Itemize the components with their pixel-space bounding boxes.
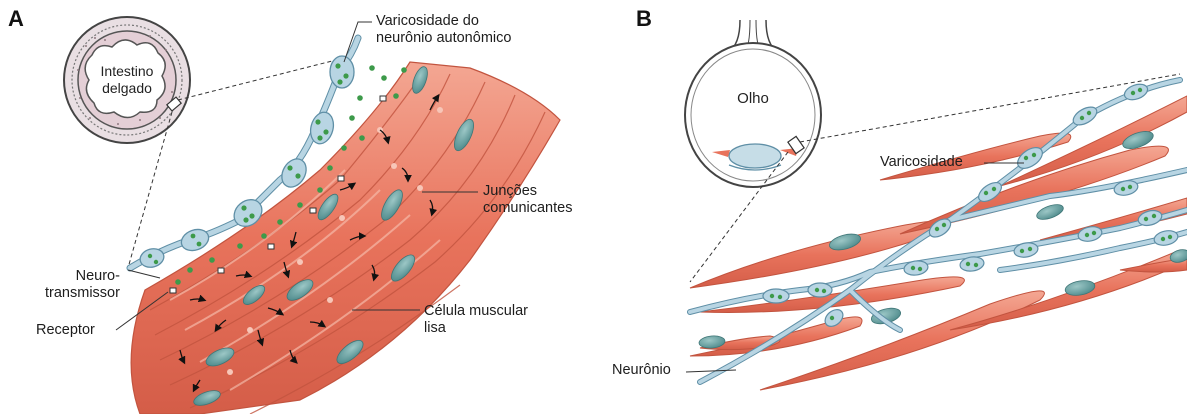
panel-label-a: A [8, 6, 24, 32]
panel-label-b: B [636, 6, 652, 32]
varicosity-label-b: Varicosidade [880, 154, 963, 171]
gap-junction-label: Junções comunicantes [483, 183, 572, 217]
intestine-label: Intestino delgado [90, 63, 164, 97]
panel-b [685, 20, 1187, 390]
neuron-label: Neurônio [612, 362, 671, 379]
eye-label: Olho [726, 90, 780, 107]
neurotransmitter-label: Neuro- transmissor [45, 268, 120, 302]
smooth-muscle-label: Célula muscular lisa [424, 303, 528, 337]
varicosity-label-a: Varicosidade do neurônio autonômico [376, 13, 511, 47]
receptor-label: Receptor [36, 322, 95, 339]
